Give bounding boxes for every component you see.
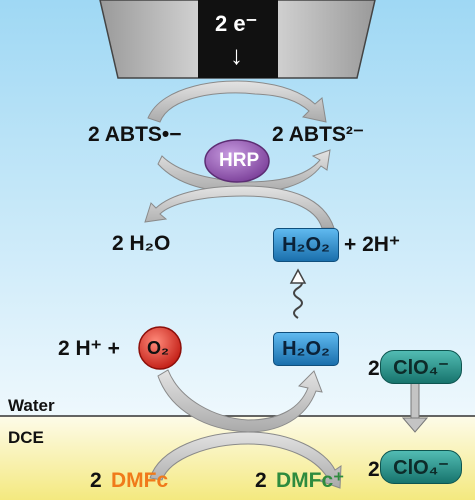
- water-phase-label: Water: [8, 396, 55, 415]
- electron-transfer-arrow-top: [147, 80, 327, 123]
- abts-dianion-label: 2 ABTS²⁻: [272, 123, 364, 146]
- protons-product-label: + 2H⁺: [344, 233, 401, 256]
- diffusion-arrowhead: [289, 268, 307, 284]
- clo4-water-label: ClO₄⁻: [393, 356, 449, 379]
- dmfc-plus-label: DMFc⁺: [276, 469, 345, 492]
- h2o2-top-box: H₂O₂: [273, 228, 339, 262]
- clo4-water-coefficient: 2: [368, 357, 380, 380]
- water-product-label: 2 H₂O: [112, 232, 171, 255]
- dmfc-oxidation-arrow: [149, 431, 342, 489]
- electron-down-arrow-icon: ↓: [230, 40, 243, 70]
- dmfc-plus-coefficient: 2: [255, 469, 267, 492]
- h2o2-mid-box: H₂O₂: [273, 332, 339, 366]
- oxygen-label: O₂: [147, 338, 169, 358]
- protons-reactant-label: 2 H⁺ +: [58, 337, 120, 360]
- clo4-water-box: ClO₄⁻: [380, 350, 462, 384]
- h2o2-top-label: H₂O₂: [282, 233, 330, 256]
- oxygen-reduction-arrow: [157, 369, 323, 433]
- dmfc-coefficient: 2: [90, 469, 102, 492]
- clo4-dce-label: ClO₄⁻: [393, 456, 449, 479]
- oxygen-sphere: [138, 326, 182, 370]
- hrp-label: HRP: [219, 150, 260, 171]
- electrode-contact: [198, 0, 278, 78]
- dmfc-label: DMFc: [111, 469, 169, 492]
- clo4-transfer-arrow-head: [401, 417, 429, 433]
- hrp-enzyme: [204, 139, 270, 183]
- hrp-cycle-arrow-lower: [144, 185, 335, 229]
- h2o2-mid-label: H₂O₂: [282, 337, 330, 360]
- clo4-dce-box: ClO₄⁻: [380, 450, 462, 484]
- clo4-transfer-arrow-shaft: [410, 381, 420, 421]
- abts-radical-label: 2 ABTS•−: [88, 123, 182, 146]
- electron-label: 2 e⁻: [215, 11, 258, 36]
- dce-phase-label: DCE: [8, 428, 44, 447]
- diffusion-squiggle: [293, 277, 303, 319]
- clo4-dce-coefficient: 2: [368, 458, 380, 481]
